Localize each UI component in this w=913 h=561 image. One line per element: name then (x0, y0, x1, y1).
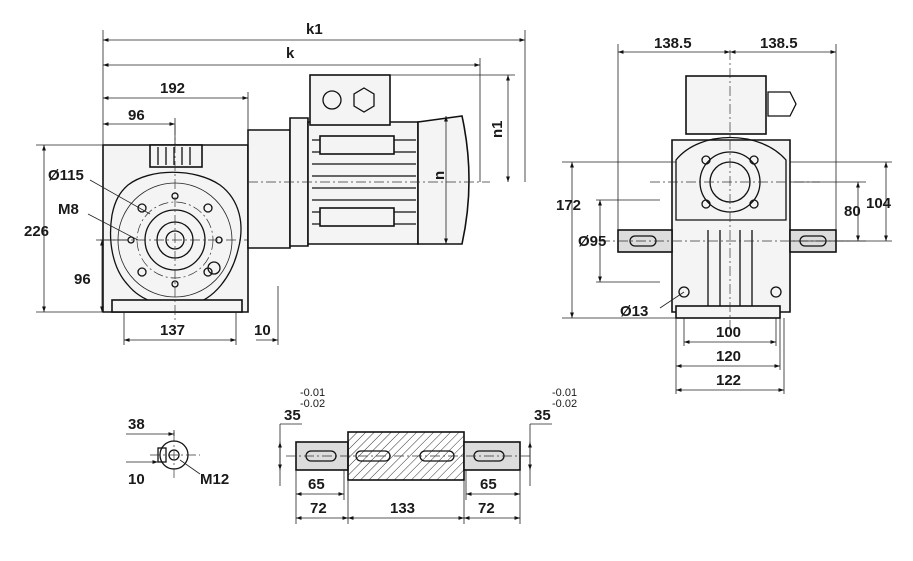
dim-65-right: 65 (480, 476, 497, 493)
dim-138-5-right: 138.5 (760, 35, 798, 52)
dim-96-top: 96 (128, 107, 145, 124)
output-shaft-dimensions: 35 -0.01 -0.02 35 -0.01 -0.02 65 65 72 1… (278, 387, 577, 524)
front-bolt-holes (678, 155, 782, 298)
dim-122: 122 (716, 372, 741, 389)
dim-10-bottom: 10 (254, 322, 271, 339)
dim-226: 226 (24, 223, 49, 240)
front-view-dimensions: 138.5 138.5 172 Ø95 80 104 Ø13 100 120 (556, 35, 892, 394)
dim-104: 104 (866, 195, 892, 212)
label-dia115: Ø115 (48, 167, 84, 184)
terminal-box (309, 74, 391, 126)
dim-38: 38 (128, 416, 145, 433)
dim-172: 172 (556, 197, 581, 214)
dim-65-left: 65 (308, 476, 325, 493)
dim-35-right: 35 (534, 407, 551, 424)
front-foot (675, 305, 781, 319)
gearbox-ribs (149, 144, 203, 168)
dim-80: 80 (844, 203, 861, 220)
label-m8: M8 (58, 201, 79, 218)
terminal-bolt-icon (353, 87, 375, 113)
dim-n: n (431, 171, 448, 180)
front-view (600, 50, 850, 332)
front-ring-profile (675, 136, 787, 221)
gearbox-foot (111, 299, 243, 313)
flange-bolt-holes (127, 192, 223, 288)
oil-plug (207, 261, 221, 275)
fan-cowl (417, 115, 470, 245)
dim-96-left: 96 (74, 271, 91, 288)
tol-upper-right: -0.01 (552, 387, 577, 399)
bore-circle (165, 230, 185, 250)
gearbox-front-housing (671, 139, 791, 313)
dim-n1: n1 (489, 120, 506, 138)
tol-lower-right: -0.02 (552, 398, 577, 410)
tol-lower-left: -0.02 (300, 398, 325, 410)
dim-133: 133 (390, 500, 415, 517)
dim-72-left: 72 (310, 500, 327, 517)
tol-upper-left: -0.01 (300, 387, 325, 399)
output-shaft-detail (286, 431, 530, 481)
side-view (100, 74, 490, 320)
label-dia13: Ø13 (620, 303, 648, 320)
cable-gland-icon (322, 90, 342, 110)
dim-100: 100 (716, 324, 741, 341)
dim-120: 120 (716, 348, 741, 365)
motor-adapter (247, 129, 291, 249)
label-m12: M12 (200, 471, 229, 488)
label-dia95: Ø95 (578, 233, 606, 250)
terminal-box-front (685, 75, 767, 135)
front-ribs (707, 230, 753, 306)
dim-137: 137 (160, 322, 185, 339)
dim-k: k (286, 45, 295, 62)
dim-72-right: 72 (478, 500, 495, 517)
dim-10-key: 10 (128, 471, 145, 488)
dim-k1: k1 (306, 21, 323, 38)
cable-gland-front (767, 91, 797, 117)
dim-35-left: 35 (284, 407, 301, 424)
motor-cooling-fins (312, 135, 416, 227)
shaft-end-detail: 38 10 M12 (126, 416, 229, 488)
dim-192: 192 (160, 80, 185, 97)
side-view-dimensions: k1 k 192 96 226 96 Ø115 M8 137 (24, 21, 526, 345)
dim-138-5-left: 138.5 (654, 35, 692, 52)
